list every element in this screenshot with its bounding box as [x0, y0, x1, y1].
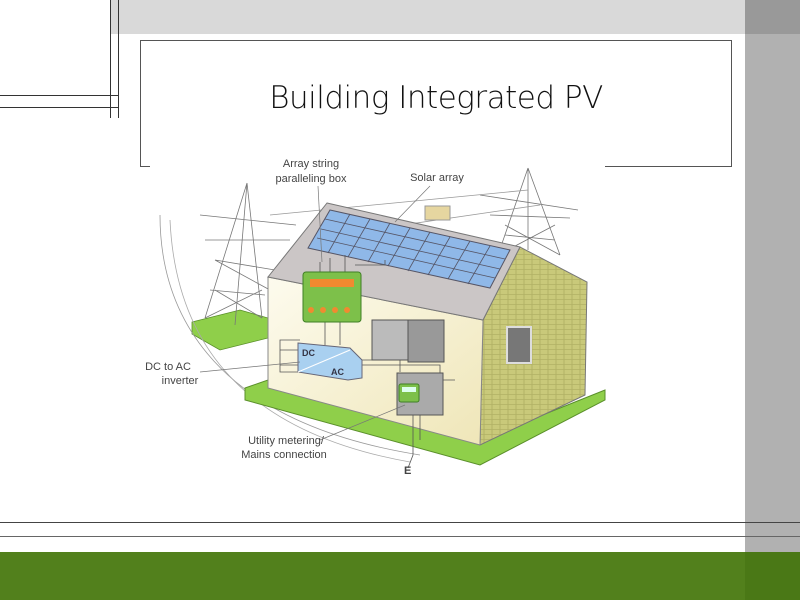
right-column	[745, 34, 800, 552]
footer-green-band-right	[745, 552, 800, 600]
right-column-top	[745, 0, 800, 34]
footer-line	[0, 536, 800, 537]
inverter-ac-label: AC	[331, 367, 344, 377]
left-pylon	[159, 182, 421, 463]
window	[506, 326, 532, 364]
array-paralleling-box	[302, 271, 362, 323]
solar-array	[307, 209, 511, 289]
decor-line	[0, 95, 119, 96]
slide-title: Building Integrated PV	[269, 80, 603, 116]
label-array-box-1: Array string	[283, 158, 339, 170]
chimney	[424, 205, 451, 221]
decor-line	[118, 0, 119, 118]
inverter-dc-label: DC	[302, 348, 315, 358]
decor-line	[0, 107, 119, 108]
label-solar-array: Solar array	[410, 172, 464, 184]
label-meter-1: Utility metering/	[248, 435, 325, 447]
label-inverter-2: inverter	[162, 375, 199, 387]
batteries	[371, 319, 445, 363]
label-inverter-1: DC to AC	[145, 361, 191, 373]
label-array-box-2: paralleling box	[276, 173, 347, 185]
utility-meter	[396, 372, 444, 416]
footer-line	[0, 522, 800, 523]
dc-ac-inverter: DC AC	[297, 342, 363, 381]
decor-line	[110, 0, 111, 118]
top-band	[110, 0, 745, 34]
footer-green-band	[0, 552, 800, 600]
diagram-labels: Array string paralleling box Solar array…	[145, 158, 464, 477]
label-meter-2: Mains connection	[241, 449, 327, 461]
label-earth: E	[404, 465, 411, 477]
